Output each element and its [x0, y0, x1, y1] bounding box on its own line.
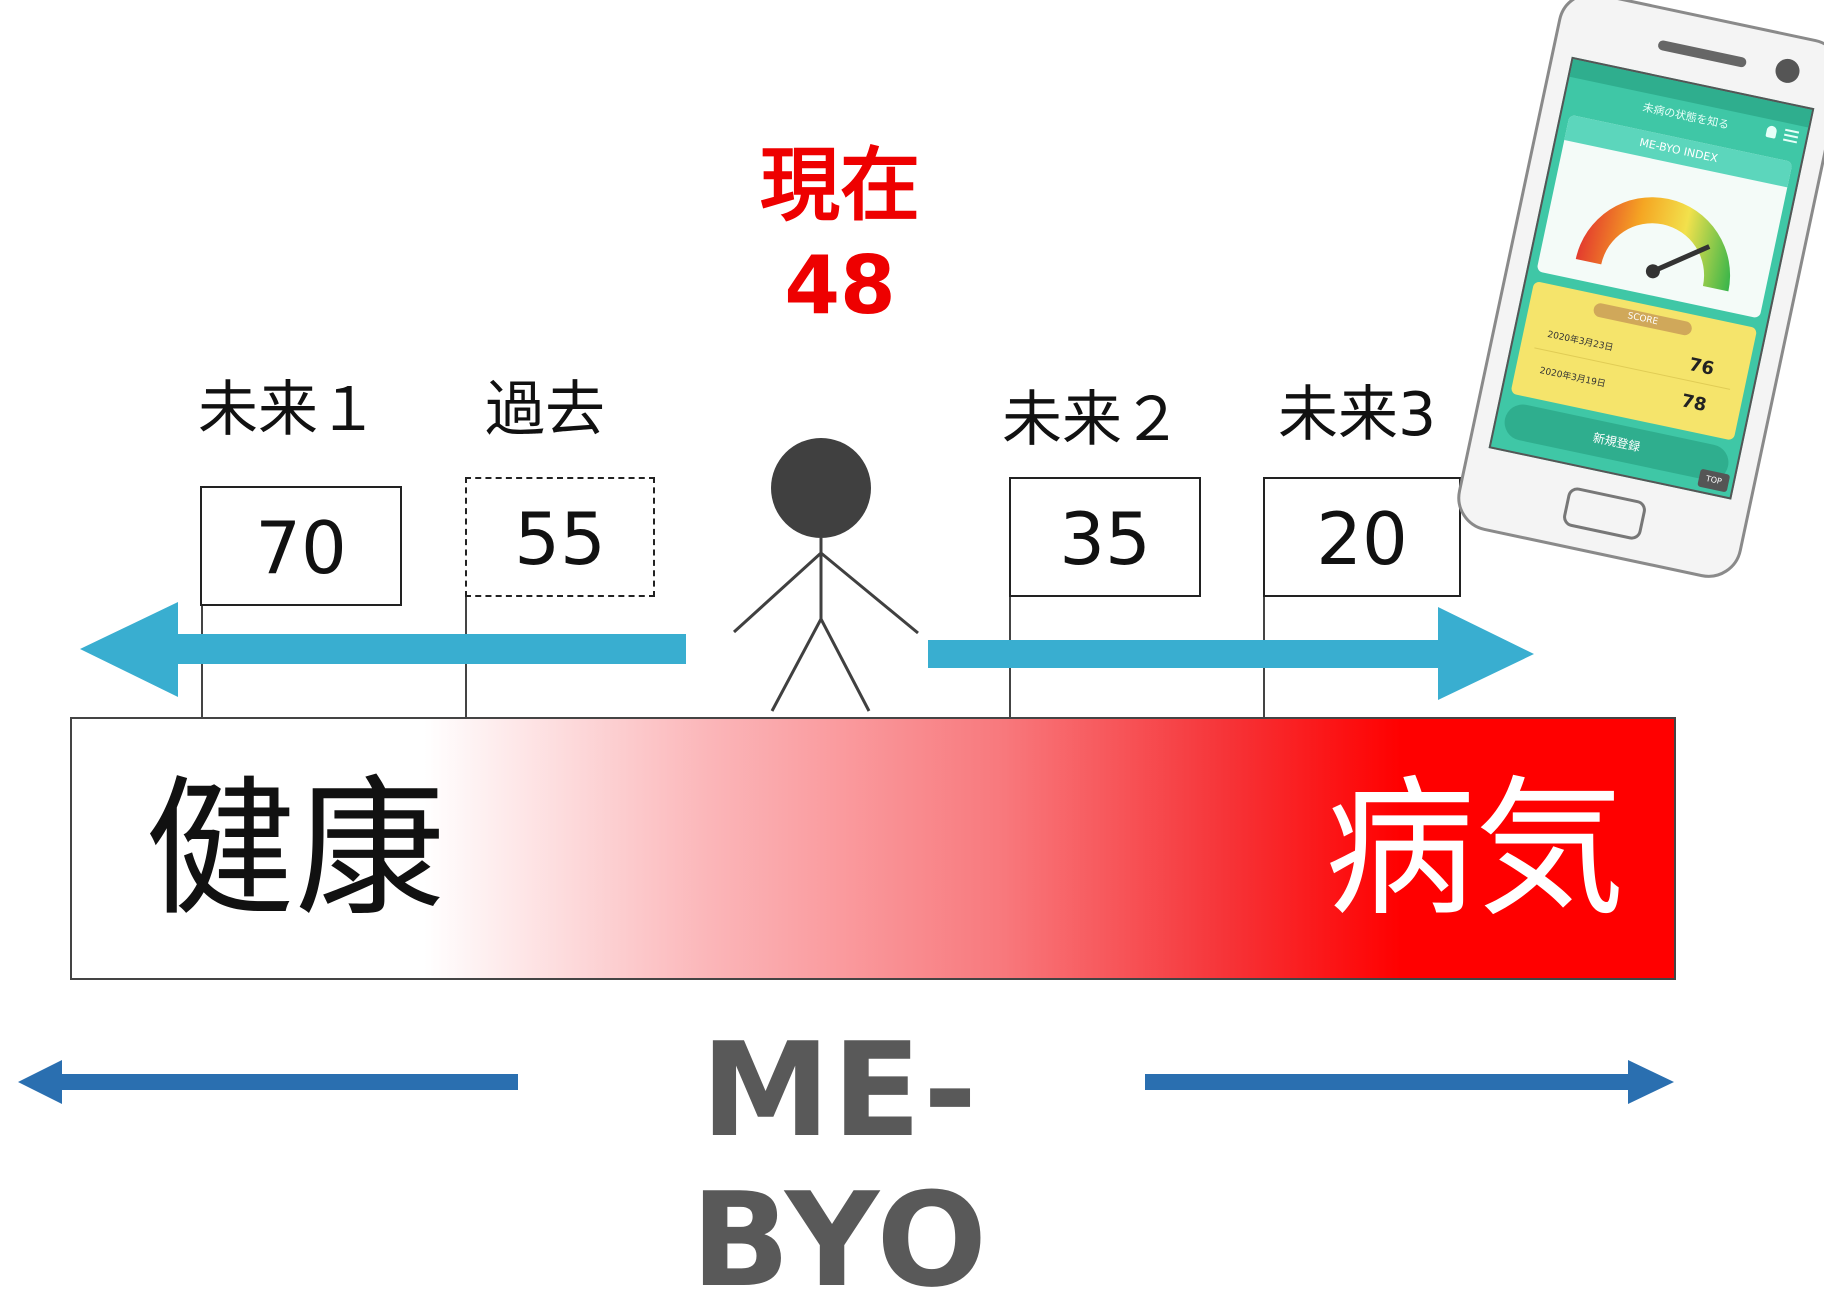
- left-direction-arrow: [80, 602, 686, 697]
- phone-home-button: [1561, 485, 1648, 542]
- marker-box-past: 55: [465, 477, 655, 597]
- current-label: 現在: [760, 139, 920, 232]
- current-value: 48: [784, 239, 896, 332]
- index-card: ME-BYO INDEX: [1536, 114, 1793, 319]
- marker-box-future2: 35: [1009, 477, 1201, 597]
- gauge-icon: [1575, 197, 1731, 292]
- footer-arrows: [18, 1060, 1674, 1104]
- person-right-leg: [819, 618, 871, 712]
- marker-label-future1: 未来１: [198, 375, 378, 445]
- person-head: [771, 438, 871, 538]
- score-value: 78: [1679, 390, 1709, 417]
- disease-label: 病気: [1325, 763, 1626, 937]
- marker-box-future3: 20: [1263, 477, 1461, 597]
- phone-speaker: [1657, 39, 1748, 69]
- person-right-arm: [820, 551, 919, 635]
- footer-left-arrow: [18, 1060, 518, 1104]
- marker-box-future1: 70: [200, 486, 402, 606]
- person-figure: [732, 438, 919, 712]
- phone-camera-icon: [1773, 56, 1802, 86]
- person-left-arm: [732, 551, 823, 634]
- menu-icon: [1782, 128, 1800, 144]
- direction-arrows: [80, 602, 1534, 700]
- score-value: 76: [1687, 354, 1716, 380]
- mebyo-title: ME-BYO: [691, 1014, 989, 1316]
- footer-right-arrow: [1145, 1060, 1674, 1104]
- phone-screen: 未病の状態を知る ME-BYO INDEX SCORE: [1488, 56, 1815, 500]
- marker-label-past: 過去: [485, 375, 605, 445]
- score-date: 2020年3月23日: [1546, 329, 1615, 354]
- marker-label-future3: 未来3: [1278, 380, 1437, 450]
- health-disease-scale: [70, 717, 1676, 980]
- right-direction-arrow: [928, 607, 1534, 700]
- smartphone-illustration: 未病の状態を知る ME-BYO INDEX SCORE: [1450, 0, 1824, 585]
- marker-label-future2: 未来２: [1002, 385, 1182, 455]
- score-date: 2020年3月19日: [1538, 366, 1607, 390]
- health-label: 健康: [145, 763, 446, 937]
- person-left-leg: [770, 618, 823, 712]
